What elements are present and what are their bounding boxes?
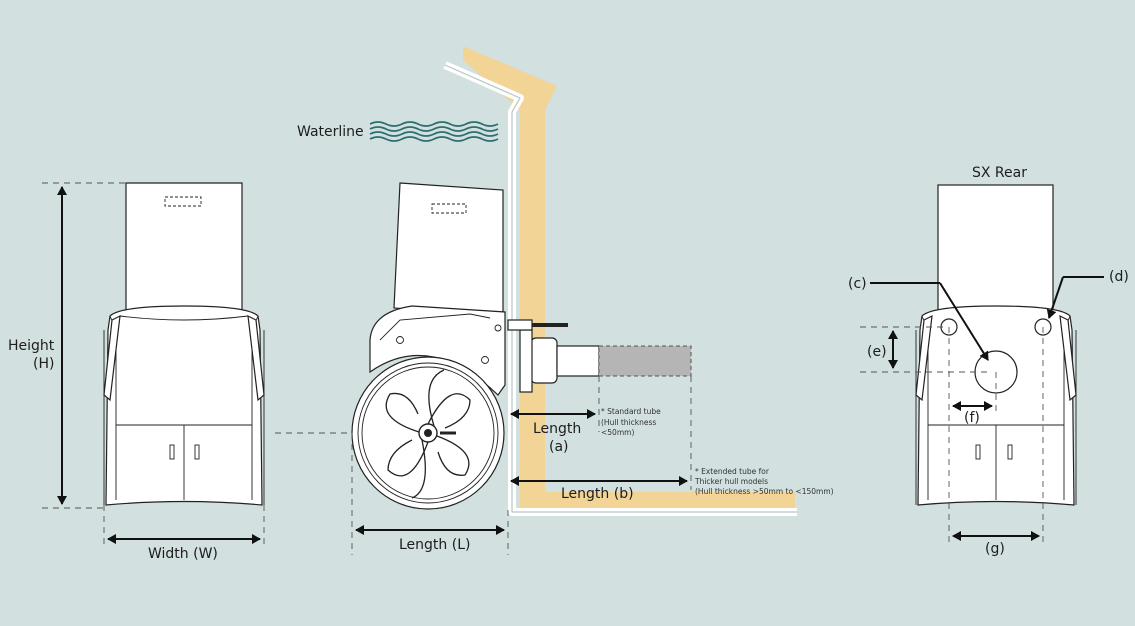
dimension-g-label: (g)	[985, 541, 1005, 557]
extended-tube-note-1: * Extended tube for	[695, 467, 770, 476]
hull-section	[443, 46, 797, 516]
height-label-line1: Height	[8, 338, 55, 354]
water-waves-icon	[369, 121, 499, 142]
standard-tube-note-2: (Hull thickness	[601, 418, 656, 427]
callout-d-label: (d)	[1109, 269, 1129, 285]
dimension-g: (g)	[952, 531, 1040, 557]
dimension-f: (f)	[952, 401, 993, 426]
length-b-label: Length (b)	[561, 486, 634, 502]
rear-view: SX Rear	[860, 165, 1077, 545]
standard-tube	[556, 345, 600, 377]
mounting-nut	[530, 337, 558, 384]
width-label: Width (W)	[148, 546, 218, 562]
extended-tube-note-2: Thicker hull models	[694, 477, 768, 486]
callout-d: (d)	[1046, 269, 1129, 319]
front-view-tunnel-body	[105, 305, 263, 506]
length-a-label-line2: (a)	[549, 439, 569, 455]
length-b-dimension: Length (b) * Extended tube for Thicker h…	[510, 376, 834, 502]
standard-tube-note-1: * Standard tube	[601, 407, 661, 416]
front-view-motor-box	[125, 182, 243, 311]
standard-tube-note-3: <50mm)	[601, 428, 634, 437]
height-label-line2: (H)	[33, 356, 54, 372]
waterline-label: Waterline	[297, 124, 364, 140]
side-view-motor-box	[393, 182, 504, 317]
length-l-dimension: Length (L)	[275, 432, 509, 555]
dimension-e-label: (e)	[867, 344, 887, 360]
front-view	[103, 182, 265, 506]
extended-tube-note-3: (Hull thickness >50mm to <150mm)	[695, 487, 834, 496]
rear-view-motor-box	[937, 184, 1054, 314]
propeller-icon	[385, 369, 471, 499]
rear-view-title: SX Rear	[972, 165, 1027, 181]
extended-tube	[598, 345, 692, 377]
callout-c: (c)	[848, 276, 989, 361]
width-dimension: Width (W)	[103, 505, 265, 562]
length-a-label-line1: Length	[533, 421, 581, 437]
dimension-e: (e)	[867, 330, 898, 369]
hull-fill	[463, 46, 795, 508]
dimension-f-label: (f)	[964, 410, 980, 426]
length-a-dimension: Length (a) * Standard tube (Hull thickne…	[510, 376, 661, 455]
waterline: Waterline	[297, 121, 499, 142]
side-view-thruster	[351, 182, 692, 510]
height-dimension: Height (H)	[8, 182, 126, 509]
callout-c-label: (c)	[848, 276, 867, 292]
length-l-label: Length (L)	[399, 537, 470, 553]
